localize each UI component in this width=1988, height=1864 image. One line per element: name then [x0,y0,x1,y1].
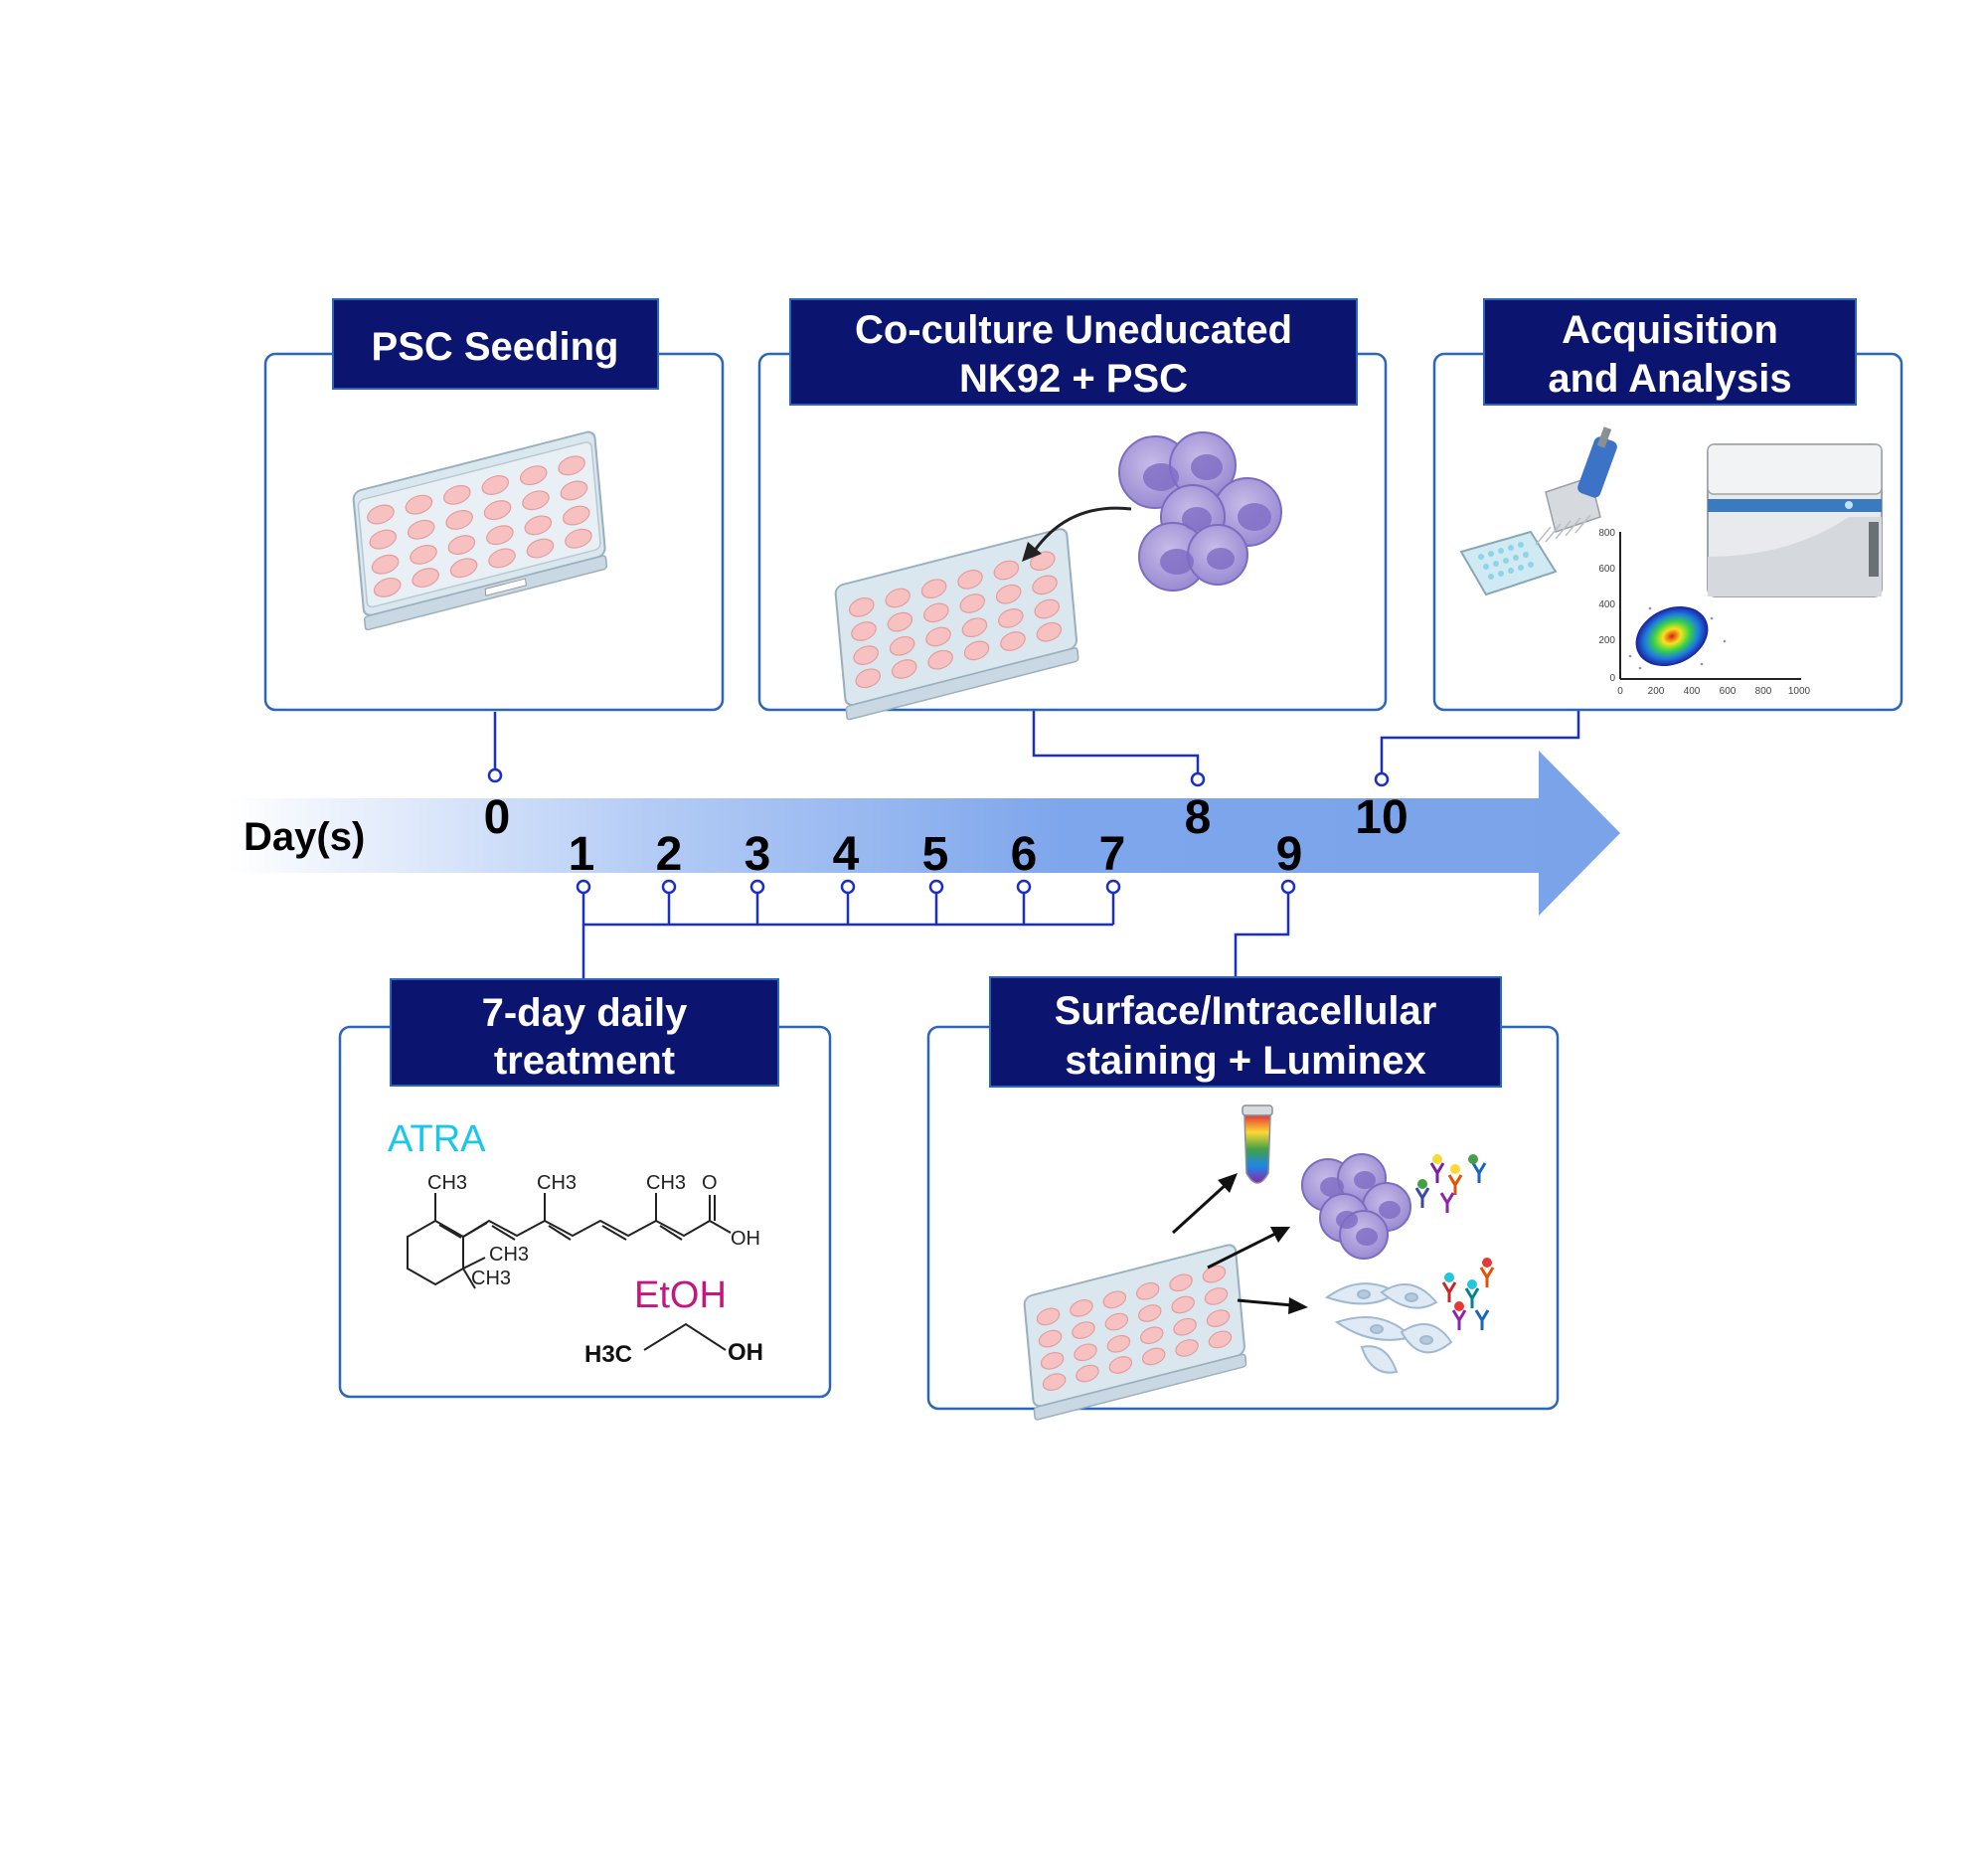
etoh-right-label: OH [728,1339,763,1366]
acquisition-title-bar [1483,298,1857,406]
transfer-arrow-icon [1032,506,1132,553]
staining-title-bar [989,976,1502,1088]
atra-ch3-ring-right: CH3 [489,1244,529,1266]
coculture-title-line1: Co-culture Uneducated [855,308,1292,352]
day-0-label: 0 [484,791,511,844]
acquisition-box: Acquisition and Analysis [1432,298,1904,712]
coculture-well-plate-icon [834,528,1079,721]
day-8-label: 8 [1185,791,1212,844]
staining-well-plate-icon [1023,1244,1247,1421]
plot-y-tick-400: 400 [1598,599,1615,610]
stained-nk-cells-icon [1301,1153,1411,1260]
plot-x-tick-800: 800 [1755,686,1772,697]
coculture-title-bar [789,298,1358,406]
plot-y-tick-200: 200 [1598,635,1615,646]
atra-label: ATRA [388,1118,486,1160]
treatment-title-line1: 7-day daily [482,991,689,1035]
day-1-label: 1 [569,828,595,881]
plot-y-tick-600: 600 [1598,564,1615,575]
plot-y-tick-800: 800 [1598,528,1615,539]
flow-plot-icon: 800 600 400 200 0 0 200 400 600 800 1000 [1598,528,1810,697]
acquisition-title-line2: and Analysis [1548,357,1791,401]
atra-ch3-ring-top: CH3 [427,1172,467,1194]
plot-x-tick-0: 0 [1617,686,1623,697]
treatment-title-bar [390,978,779,1087]
day-9-label: 9 [1276,828,1303,881]
staining-arrows-icon [1171,1173,1308,1314]
antibodies-top-icon [1414,1154,1487,1213]
day-2-label: 2 [656,828,683,881]
antibodies-bottom-icon [1441,1258,1495,1330]
well-plate-icon [352,430,608,631]
day-10-label: 10 [1355,791,1408,844]
etoh-left-label: H3C [584,1341,632,1368]
connector-nodes [487,767,1390,895]
multichannel-pipette-icon [1459,426,1617,596]
atra-ch3-chain-2: CH3 [646,1172,686,1194]
day-5-label: 5 [922,828,949,881]
atra-o-label: O [702,1172,718,1194]
psc-cells-icon [1324,1282,1453,1374]
staining-title-line2: staining + Luminex [1065,1039,1425,1083]
psc-seeding-title-bar [332,298,659,390]
treatment-box: 7-day daily treatment ATRA CH3 CH3 CH3 O… [338,978,832,1399]
day-6-label: 6 [1011,828,1038,881]
coculture-box: Co-culture Uneducated NK92 + PSC [757,298,1388,721]
atra-ch3-ring-bottom: CH3 [471,1268,511,1289]
treatment-title-line2: treatment [494,1039,675,1083]
timeline-axis-label: Day(s) [244,815,365,859]
atra-oh-label: OH [731,1228,760,1250]
flow-cytometer-icon [1707,443,1883,597]
etoh-label: EtOH [634,1274,727,1316]
sample-tube-icon [1242,1104,1273,1184]
day-4-label: 4 [833,828,860,881]
plot-x-tick-1000: 1000 [1788,686,1811,697]
psc-seeding-title: PSC Seeding [372,325,619,369]
day-7-label: 7 [1099,828,1126,881]
connectors [493,710,1580,979]
atra-structure-icon [407,1193,732,1289]
plot-y-tick-0: 0 [1609,673,1615,684]
atra-ch3-chain-1: CH3 [537,1172,577,1194]
plot-x-tick-600: 600 [1720,686,1737,697]
plot-x-tick-400: 400 [1684,686,1701,697]
acquisition-title-line1: Acquisition [1562,308,1778,352]
day-3-label: 3 [745,828,771,881]
nk-cells-icon [1118,431,1282,592]
timeline-arrow [229,751,1620,916]
psc-seeding-box: PSC Seeding [263,298,725,712]
transfer-arrowhead-icon [1022,542,1042,562]
etoh-structure-icon [643,1322,727,1351]
coculture-title-line2: NK92 + PSC [959,357,1188,401]
plot-x-tick-200: 200 [1648,686,1665,697]
staining-box: Surface/Intracellular staining + Luminex [926,976,1560,1421]
staining-title-line1: Surface/Intracellular [1055,989,1437,1033]
